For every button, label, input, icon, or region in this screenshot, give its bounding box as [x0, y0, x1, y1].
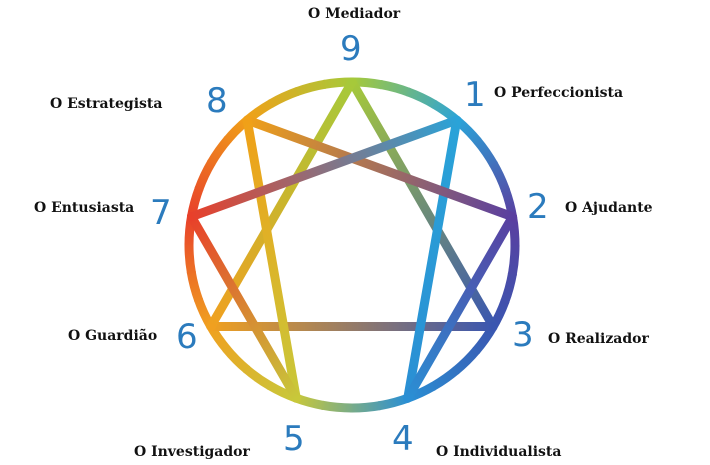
circle-segment — [186, 270, 204, 303]
type-label-3: O Realizador — [548, 331, 649, 347]
circle-segment — [321, 400, 353, 413]
circle-segment — [377, 393, 410, 411]
circle-segment — [452, 346, 481, 375]
circle-segment — [473, 137, 498, 168]
type-label-4: O Individualista — [436, 444, 562, 460]
connection-line-7-1 — [186, 115, 462, 222]
circle-segment — [194, 159, 216, 191]
type-label-6: O Guardião — [68, 328, 158, 344]
circle-segment — [406, 87, 438, 109]
circle-segment — [350, 401, 382, 413]
connection-line-5-7 — [186, 212, 301, 403]
point-number-9: 9 — [340, 29, 362, 69]
circle-segment — [379, 80, 411, 97]
type-label-7: O Entusiasta — [34, 200, 135, 216]
circle-segment — [184, 243, 196, 275]
point-number-2: 2 — [527, 187, 549, 227]
connection-line-4-2 — [403, 212, 518, 403]
circle-segment — [268, 87, 300, 108]
connection-line-1-4 — [403, 115, 462, 403]
connection-line-2-8 — [242, 115, 518, 222]
circle-segment — [507, 244, 520, 276]
circle-segment — [222, 345, 251, 374]
circle-segment — [489, 161, 510, 193]
point-number-6: 6 — [176, 317, 198, 357]
circle-segment — [500, 272, 517, 304]
point-number-1: 1 — [464, 75, 486, 115]
point-number-3: 3 — [512, 315, 534, 355]
point-number-5: 5 — [283, 419, 305, 459]
type-label-5: O Investigador — [134, 444, 250, 460]
circle-segment — [242, 365, 273, 391]
circle-segment — [294, 79, 327, 97]
point-number-8: 8 — [206, 81, 228, 121]
type-label-2: O Ajudante — [565, 200, 653, 216]
connection-line-8-5 — [242, 115, 301, 403]
circle-segment — [206, 135, 232, 166]
type-label-9: O Mediador — [308, 6, 401, 22]
type-label-1: O Perfeccionista — [494, 85, 624, 101]
circle-segment — [429, 366, 460, 391]
type-label-8: O Estrategista — [50, 96, 163, 112]
point-number-4: 4 — [392, 419, 414, 459]
point-number-7: 7 — [150, 193, 172, 233]
